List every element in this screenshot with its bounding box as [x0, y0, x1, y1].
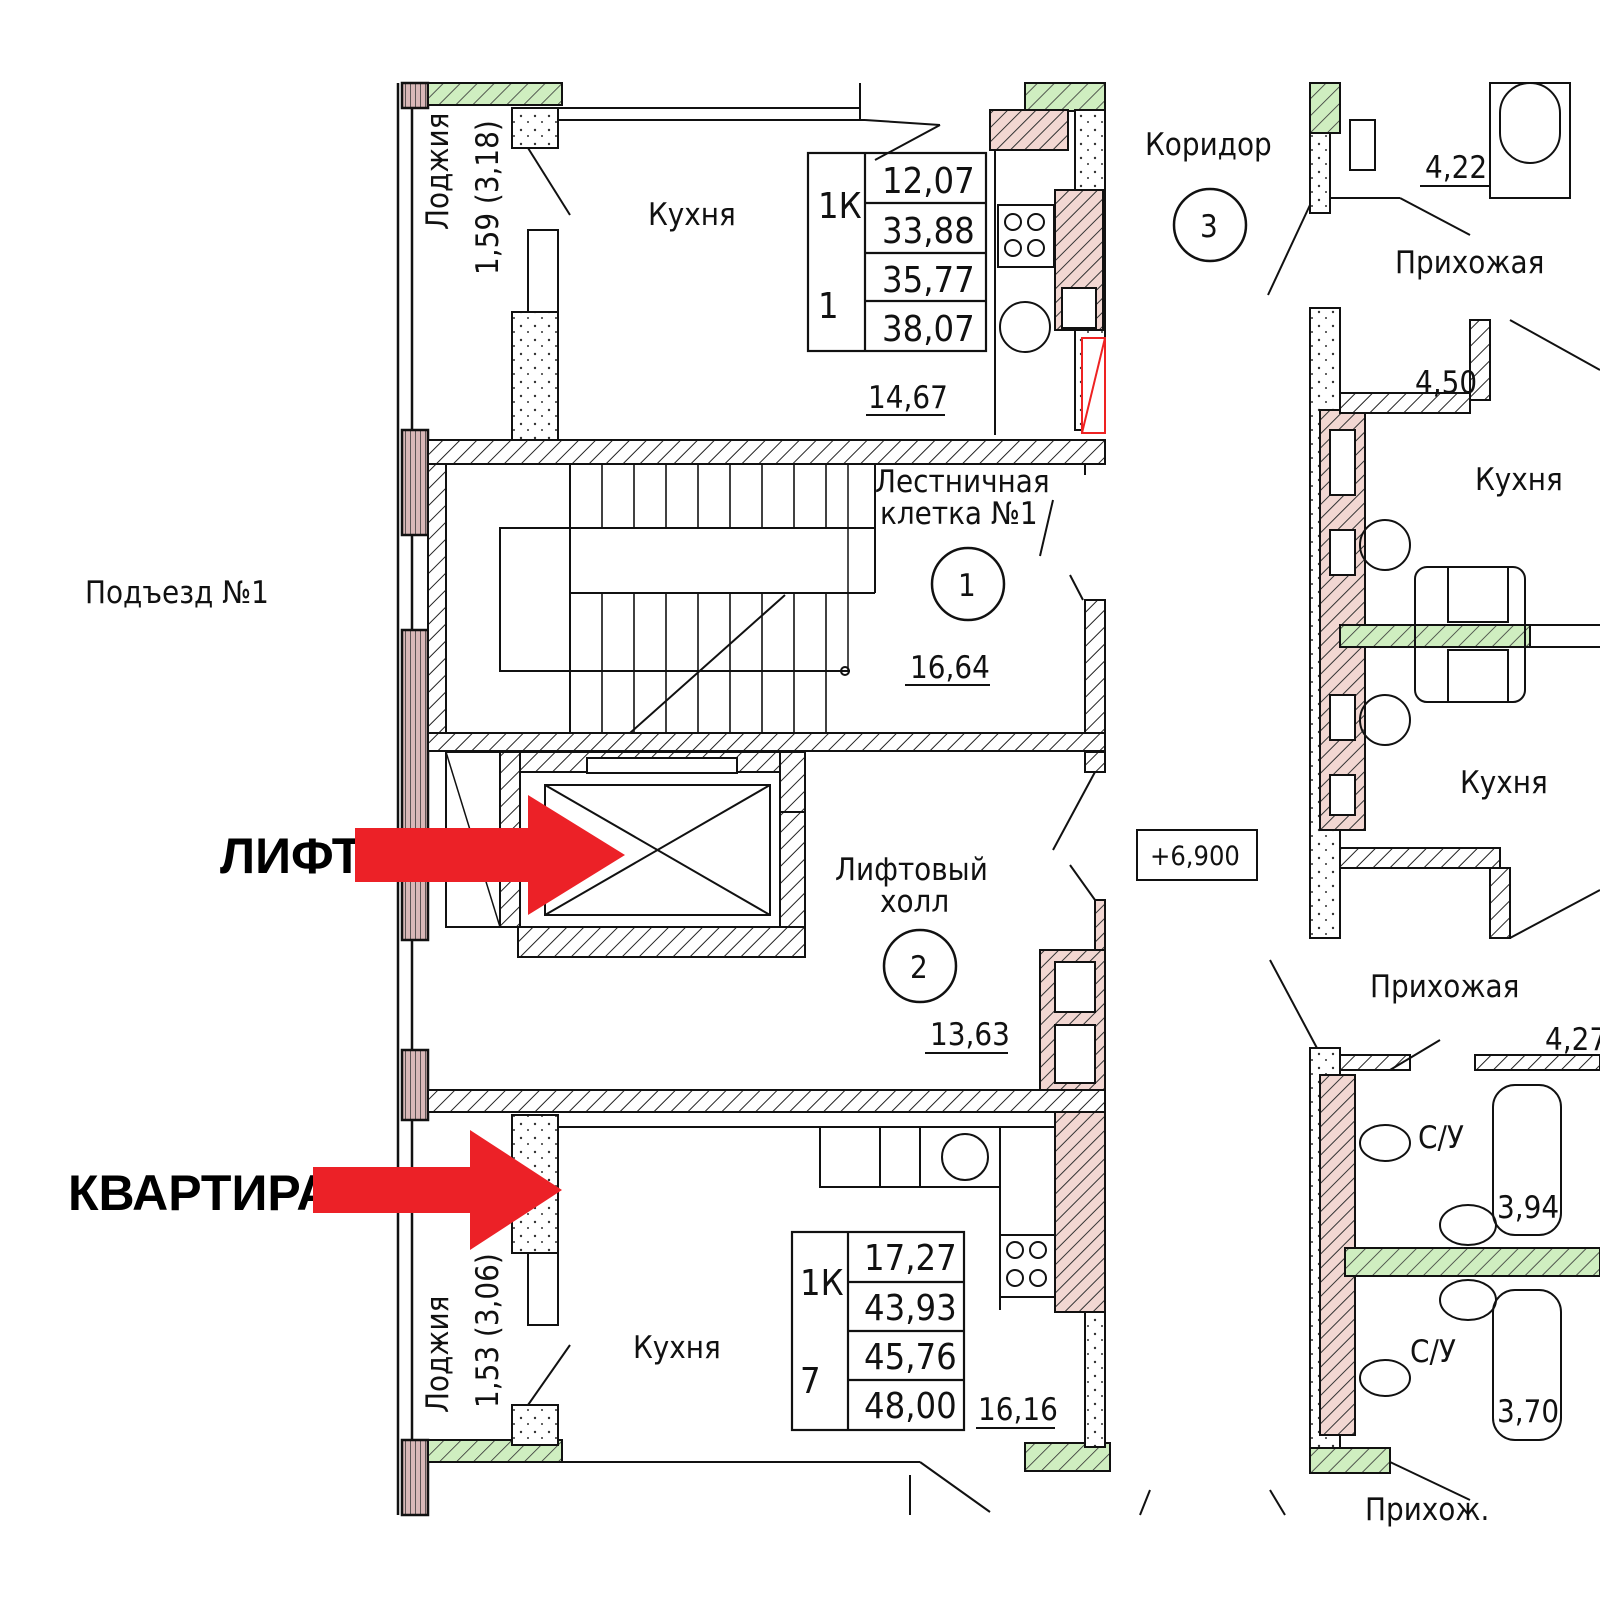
apt1-type: 1К: [818, 186, 862, 227]
top-green-wall: [1024, 82, 1106, 112]
elevation-box: [1136, 829, 1258, 881]
stair-label-2: клетка №1: [880, 496, 1038, 532]
right-area-hall2: 4,27: [1545, 1022, 1600, 1058]
top-kitchen-walls: [558, 83, 1106, 435]
staircase-block: [427, 439, 1106, 752]
corridor-number: 3: [1200, 209, 1218, 245]
bottom-kitchen-walls: [558, 1111, 1106, 1515]
lift-arrow-icon: [355, 795, 625, 915]
apt7-area-2: 45,76: [864, 1337, 957, 1378]
hall-label-1: Лифтовый: [835, 852, 988, 888]
apartment-table-top: [806, 151, 988, 353]
lift-annotation-label: ЛИФТ: [220, 828, 362, 884]
right-hall-label: Прихожая: [1395, 245, 1544, 281]
apt1-area-1: 33,88: [882, 211, 975, 252]
right-hall-short: Прихож.: [1365, 1492, 1489, 1528]
bottom-loggia-area: 1,53 (3,06): [470, 1253, 506, 1408]
stair-number: 1: [958, 568, 976, 604]
right-section-walls: [1139, 82, 1600, 1516]
apartment-arrow-icon: [313, 1130, 562, 1250]
bottom-kitchen-label: Кухня: [633, 1330, 721, 1366]
entrance-label: Подъезд №1: [85, 575, 269, 611]
apt1-area-0: 12,07: [882, 161, 975, 202]
apt7-area-3: 48,00: [864, 1386, 957, 1427]
top-loggia-area: 1,59 (3,18): [470, 120, 506, 275]
right-wc2-area: 3,70: [1497, 1394, 1559, 1430]
right-area-mid: 4,50: [1415, 365, 1477, 401]
right-kitchen-2: Кухня: [1460, 765, 1548, 801]
right-wc-2: С/У: [1410, 1334, 1456, 1370]
top-kitchen-label: Кухня: [648, 197, 736, 233]
apt1-area-2: 35,77: [882, 260, 975, 301]
right-wc-1: С/У: [1418, 1120, 1464, 1156]
apt7-area-1: 43,93: [864, 1288, 957, 1329]
right-area-top: 4,22: [1425, 150, 1487, 186]
hall-number: 2: [910, 950, 928, 986]
apt1-number: 1: [818, 286, 839, 327]
top-kitchen-area: 14,67: [868, 380, 948, 416]
corridor-label: Коридор: [1145, 127, 1272, 163]
top-loggia-label: Лоджия: [420, 113, 456, 230]
hall-area: 13,63: [930, 1017, 1010, 1053]
right-wc1-area: 3,94: [1497, 1190, 1559, 1226]
room-labels: Лоджия 1,59 (3,18) Кухня 14,67 Лестнична…: [420, 113, 1272, 1429]
apartment-table-bottom: [790, 1230, 966, 1432]
apartment-annotation-label: КВАРТИРА: [68, 1165, 332, 1221]
lift-annotation: ЛИФТ: [220, 795, 625, 915]
right-kitchen-1: Кухня: [1475, 462, 1563, 498]
apt7-area-0: 17,27: [864, 1238, 957, 1279]
apt1-area-3: 38,07: [882, 309, 975, 350]
bottom-loggia-label: Лоджия: [420, 1296, 456, 1413]
bottom-kitchen-area: 16,16: [978, 1392, 1058, 1428]
stair-area: 16,64: [910, 650, 990, 686]
elevation-mark: +6,900: [1150, 841, 1240, 872]
apt7-type: 1К: [800, 1263, 844, 1304]
right-hall-label-2: Прихожая: [1370, 969, 1519, 1005]
right-labels: 4,22 Прихожая 4,50 Кухня Кухня Прихожая …: [1365, 150, 1600, 1528]
stair-label-1: Лестничная: [875, 464, 1050, 500]
apt7-number: 7: [800, 1361, 821, 1402]
hall-label-2: холл: [880, 884, 949, 920]
top-loggia-parapet: [427, 82, 563, 106]
apartment-annotation: КВАРТИРА: [68, 1130, 562, 1250]
